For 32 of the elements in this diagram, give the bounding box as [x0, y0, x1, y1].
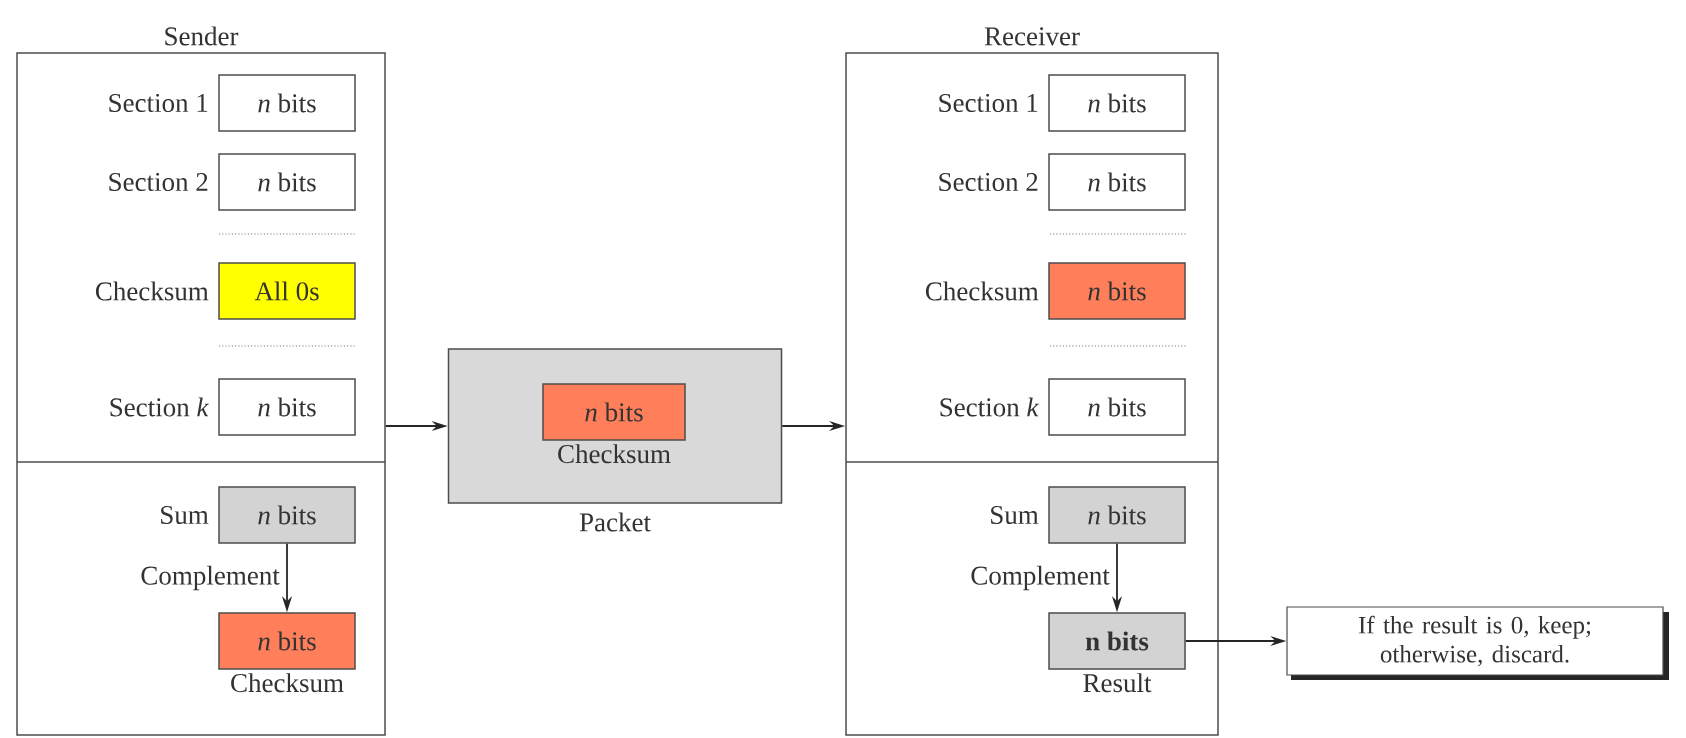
box-caption: Result: [1083, 673, 1152, 693]
bits-box: n bits: [1048, 378, 1186, 436]
field-label: Section 2: [939, 172, 1038, 192]
bits-box: n bits: [1048, 262, 1186, 320]
box-caption: Checksum: [558, 444, 671, 464]
field-label: Section 1: [109, 93, 208, 113]
bits-box: n bits: [1048, 153, 1186, 211]
edge-label: Complement: [969, 564, 1111, 592]
bits-box: n bits: [1048, 612, 1186, 670]
field-label: Sum: [991, 505, 1039, 525]
packet-caption: Packet: [579, 512, 651, 532]
field-label: Checksum: [95, 281, 209, 301]
bits-box: n bits: [218, 486, 356, 544]
note-box: If the result is 0, keep; otherwise, discard.: [1286, 606, 1669, 680]
field-label: Section 2: [109, 172, 208, 192]
bits-box: n bits: [542, 383, 686, 441]
field-label: Sum: [161, 505, 209, 525]
edge-label: Complement: [139, 564, 281, 592]
field-label: Section k: [940, 397, 1039, 417]
bits-box: n bits: [1048, 74, 1186, 132]
field-label: Section k: [110, 397, 209, 417]
panel-heading: Sender: [165, 26, 239, 46]
bits-box: n bits: [218, 612, 356, 670]
bits-box: n bits: [218, 378, 356, 436]
panel-heading: Receiver: [984, 27, 1080, 46]
bits-box: n bits: [218, 74, 356, 132]
bits-box: n bits: [218, 153, 356, 211]
bits-box: n bits: [1048, 486, 1186, 544]
field-label: Section 1: [939, 93, 1038, 113]
field-label: Checksum: [925, 281, 1039, 301]
bits-box: All 0s: [218, 262, 356, 320]
box-caption: Checksum: [231, 673, 344, 693]
